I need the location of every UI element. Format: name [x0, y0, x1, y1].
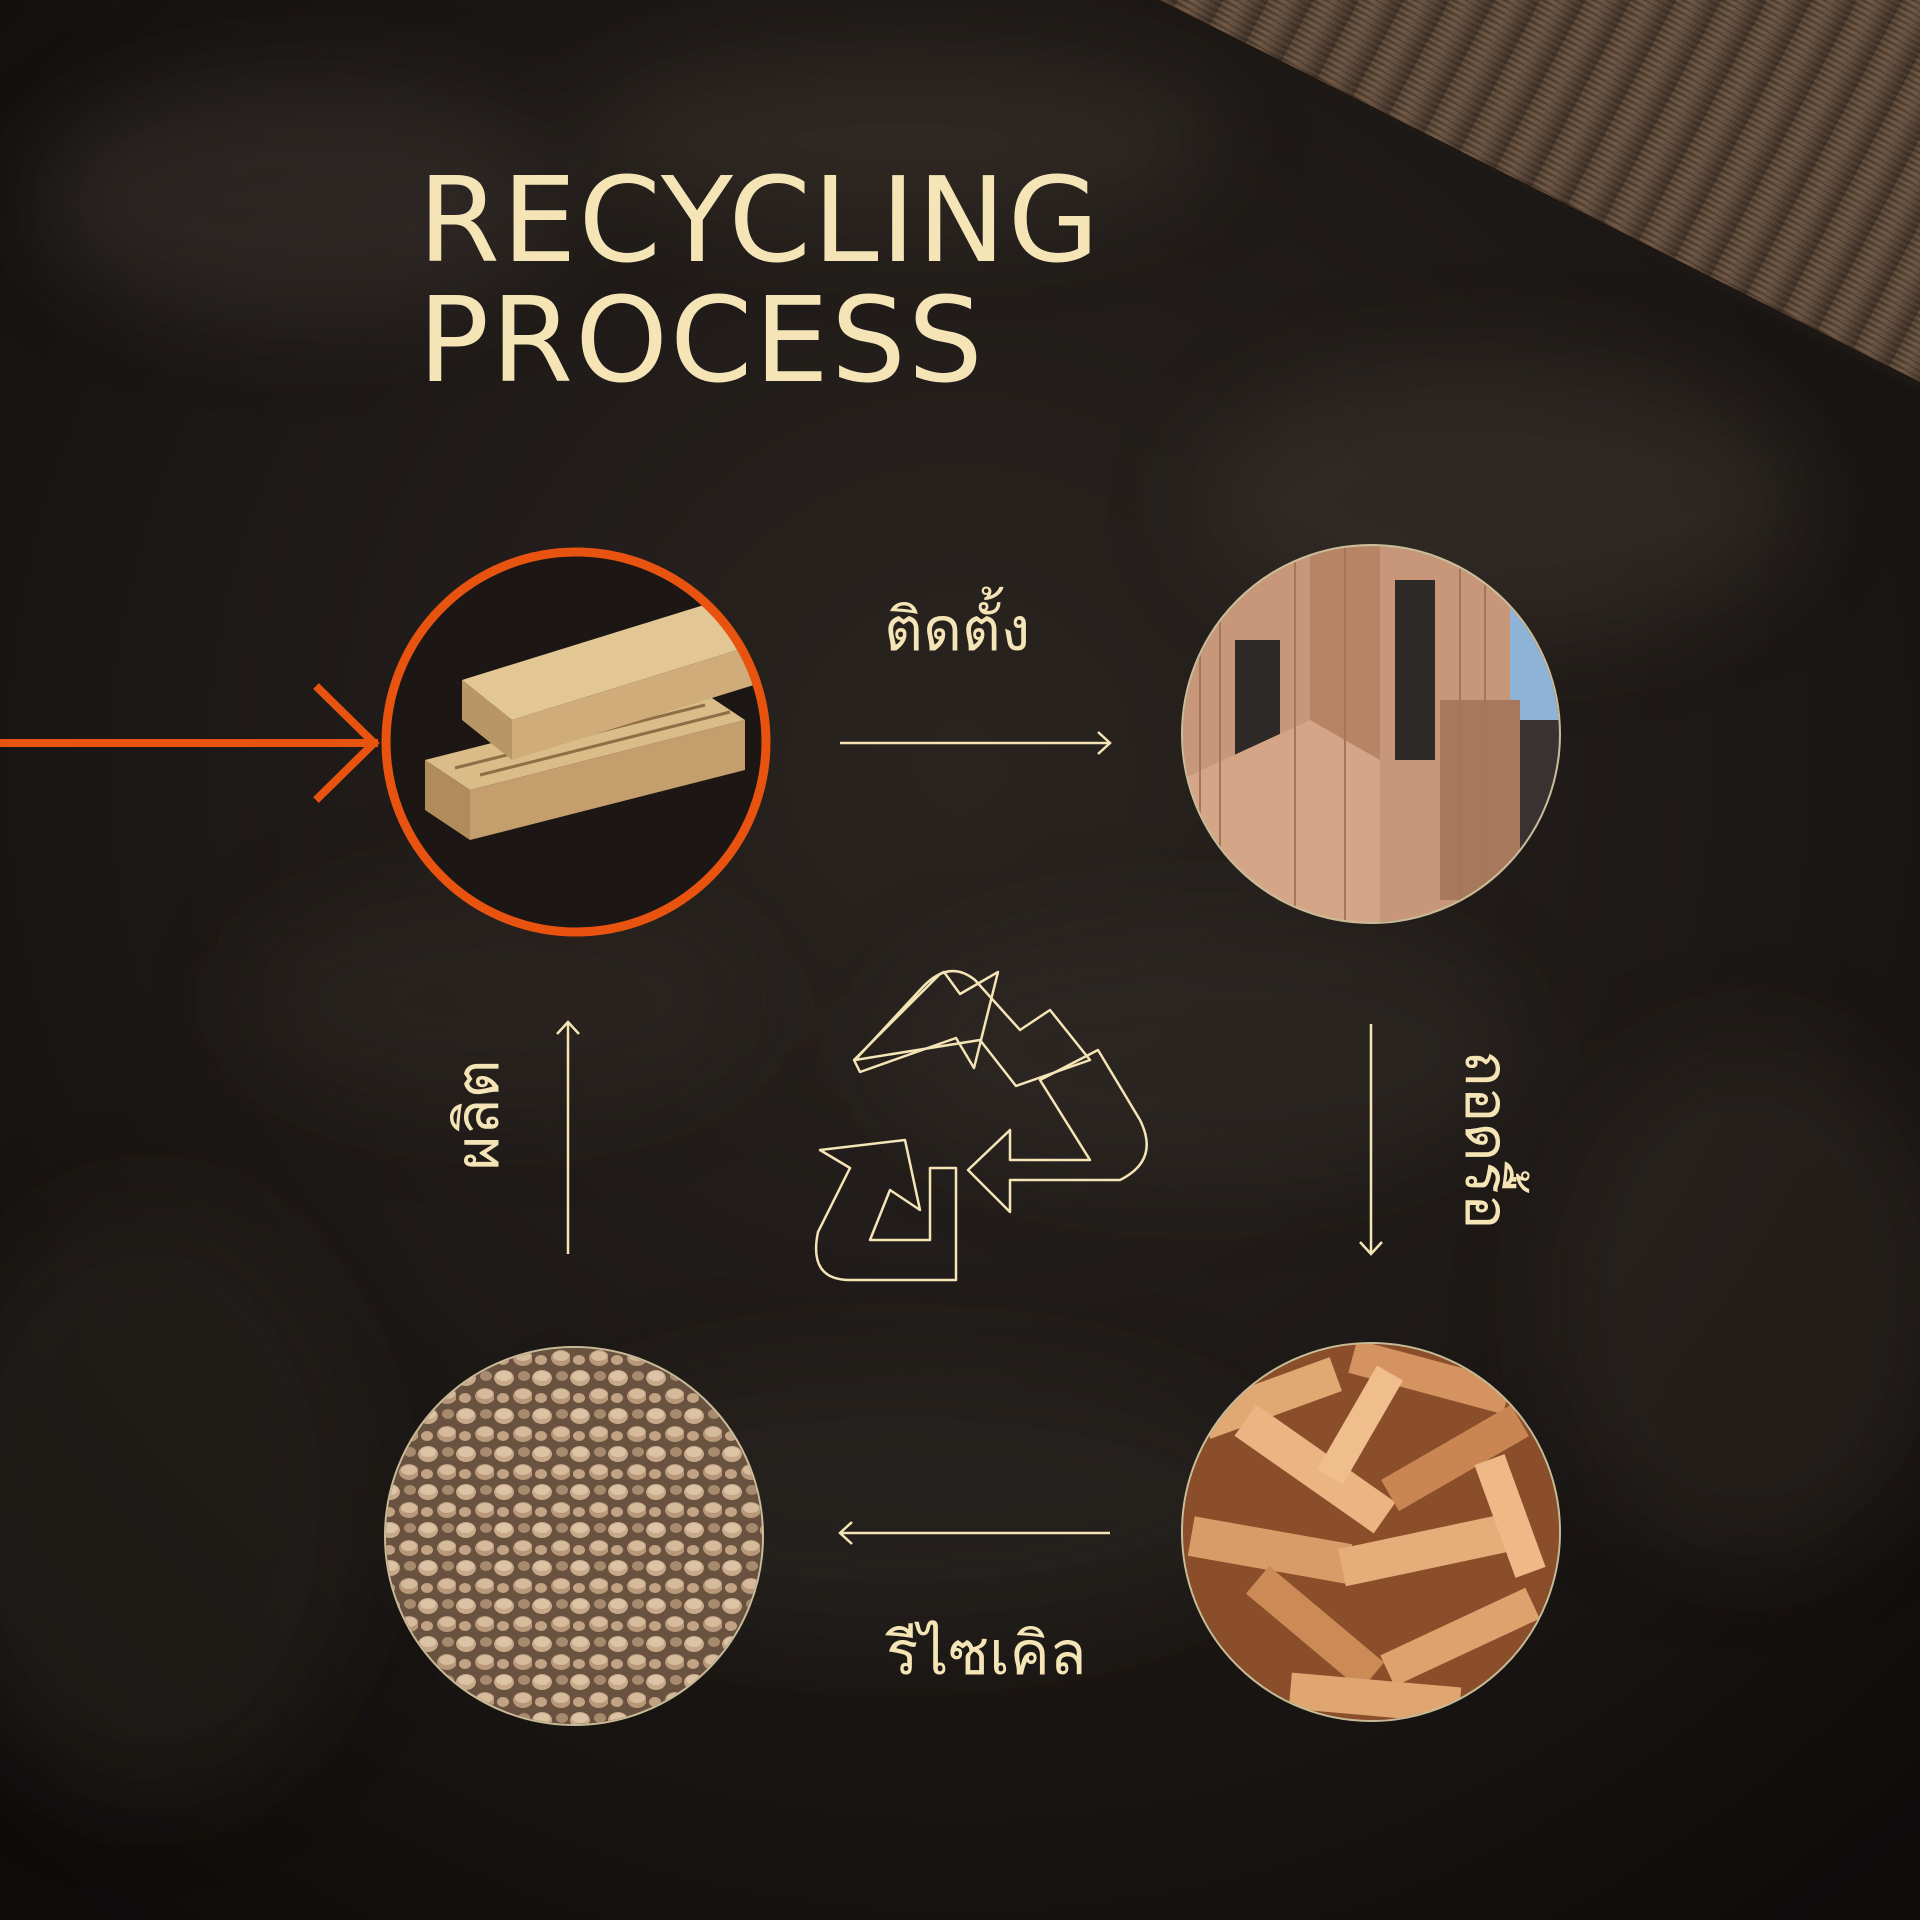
arrow-up-icon	[556, 1020, 580, 1254]
title-line-2: PROCESS	[418, 271, 985, 409]
step-recycle-label: รีไซเคิล	[886, 1619, 1087, 1689]
pellets-image	[386, 1348, 762, 1724]
highlight-ring	[381, 547, 771, 937]
building-image	[1183, 546, 1559, 922]
step-dismantle-label: ถอดรื้อ	[1451, 1050, 1521, 1230]
step-produce-label: ผลิต	[443, 1059, 513, 1171]
page-title: RECYCLING PROCESS	[418, 160, 1101, 400]
arrow-down-icon	[1359, 1024, 1383, 1256]
arrow-left-icon	[838, 1521, 1110, 1545]
step-install-label: ติดตั้ง	[884, 595, 1031, 665]
entry-arrow-icon	[0, 683, 380, 803]
recycle-icon	[814, 969, 1148, 1282]
wood-planks-image	[388, 554, 764, 930]
arrow-right-icon	[840, 731, 1112, 755]
title-line-1: RECYCLING	[418, 151, 1102, 289]
wood-chips-image	[1183, 1344, 1559, 1720]
